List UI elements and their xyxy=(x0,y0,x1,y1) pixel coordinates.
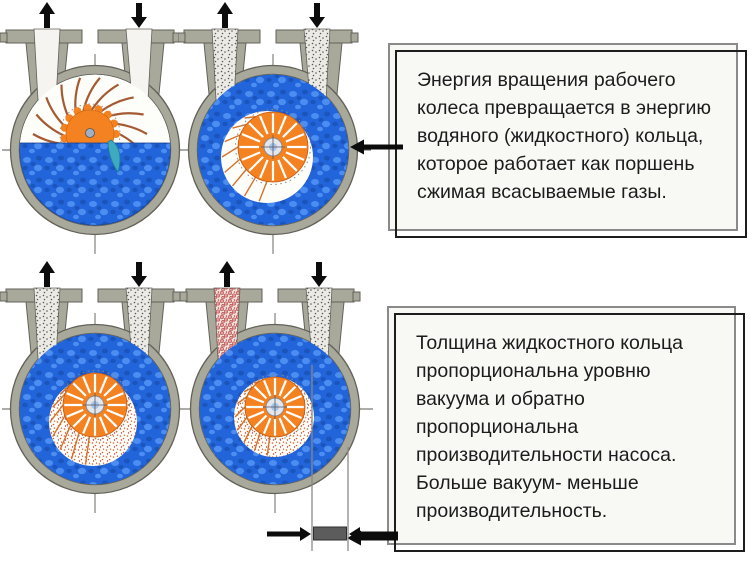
pump-casing xyxy=(9,323,181,495)
callout-energy-frame: Энергия вращения рабочего колеса превращ… xyxy=(395,50,747,238)
suction-arrow-icon xyxy=(309,3,325,28)
discharge-arrow-icon xyxy=(217,2,233,28)
impeller-slots xyxy=(64,374,126,436)
pump-interior xyxy=(19,333,171,485)
pump-casing xyxy=(189,323,361,495)
callout-thickness-text: Толщина жидкостного кольца пропорциональ… xyxy=(416,332,684,522)
pump-diagram-low-vacuum xyxy=(0,259,195,517)
blade-tips xyxy=(221,116,268,202)
discharge-arrow-icon xyxy=(39,261,55,287)
impeller-slots xyxy=(246,378,304,436)
pump-interior xyxy=(197,74,349,226)
blade-tips xyxy=(234,380,271,456)
callout-thickness-frame: Толщина жидкостного кольца пропорциональ… xyxy=(394,313,745,552)
dimension-arrow-right-icon xyxy=(267,527,311,541)
shaft-center xyxy=(85,128,95,138)
pump-interior xyxy=(19,74,171,226)
water-half xyxy=(19,142,171,226)
callout-energy-box: Энергия вращения рабочего колеса превращ… xyxy=(388,43,747,238)
discharge-arrow-icon xyxy=(39,2,55,28)
ring-thickness-bar xyxy=(313,526,347,541)
pump-casing xyxy=(9,64,181,236)
pump-diagram-high-vacuum xyxy=(180,259,375,517)
impeller-slots xyxy=(239,113,307,181)
suction-arrow-icon xyxy=(131,3,147,28)
discharge-arrow-icon xyxy=(219,261,235,287)
callout-thickness-box: Толщина жидкостного кольца пропорциональ… xyxy=(387,306,745,552)
pump-interior xyxy=(199,333,351,485)
suction-arrow-icon xyxy=(131,262,147,287)
suction-arrow-icon xyxy=(311,262,327,287)
callout-energy-text: Энергия вращения рабочего колеса превращ… xyxy=(417,69,712,203)
pump-diagram-start-half-filled xyxy=(0,0,195,258)
submerged-blade xyxy=(107,139,121,173)
pump-diagram-running-ring xyxy=(178,0,373,258)
